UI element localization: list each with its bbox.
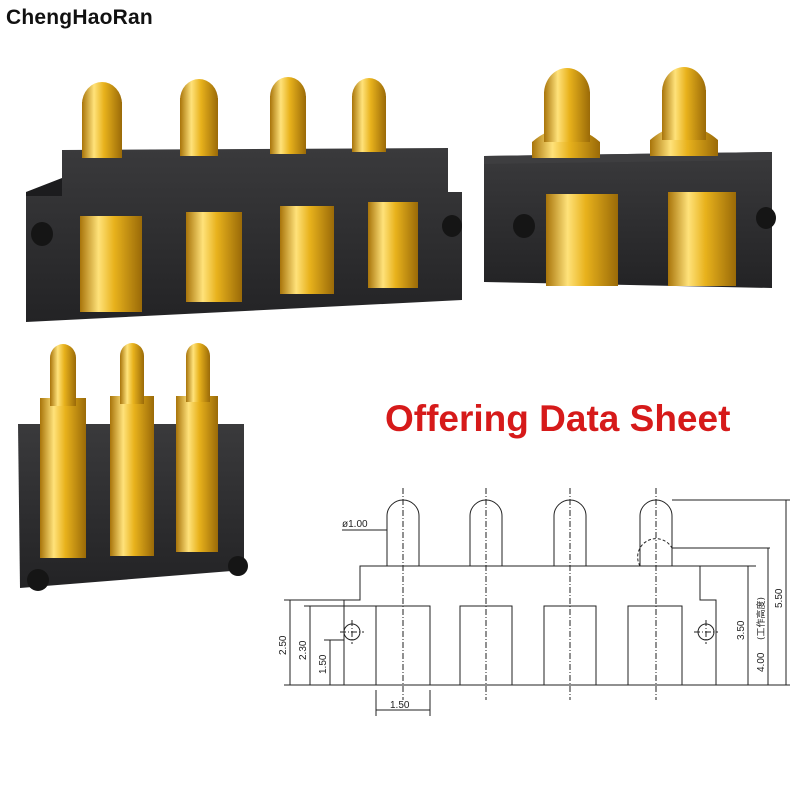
connector-3pin (18, 343, 248, 591)
connector-2pin (484, 67, 776, 288)
height-dimension-3-50: 3.50 (736, 620, 747, 640)
pin (352, 78, 418, 288)
pin (110, 343, 154, 556)
data-sheet-title: Offering Data Sheet (385, 398, 731, 439)
pin-slot (627, 605, 683, 686)
body-outline (343, 565, 717, 686)
pin (80, 82, 142, 312)
pin (270, 77, 334, 294)
diameter-label: ø1.00 (342, 519, 368, 530)
pin-travel-arc (637, 538, 673, 567)
pin (40, 344, 86, 558)
pin (650, 67, 736, 286)
pin (176, 343, 218, 552)
width-dimension: 1.50 (390, 700, 410, 711)
working-height-note: (工作高度) (755, 597, 767, 640)
pin (532, 68, 618, 286)
connector-4pin (26, 77, 462, 322)
height-dimension-4-00: 4.00 (756, 652, 767, 672)
height-dimension-mid: 2.30 (298, 640, 309, 660)
height-dimension-inner: 1.50 (318, 654, 329, 674)
pin (180, 79, 242, 302)
brand-watermark: ChengHaoRan (6, 6, 153, 29)
height-dimension-5-50: 5.50 (774, 588, 785, 608)
height-dimension-outer: 2.50 (278, 635, 289, 655)
